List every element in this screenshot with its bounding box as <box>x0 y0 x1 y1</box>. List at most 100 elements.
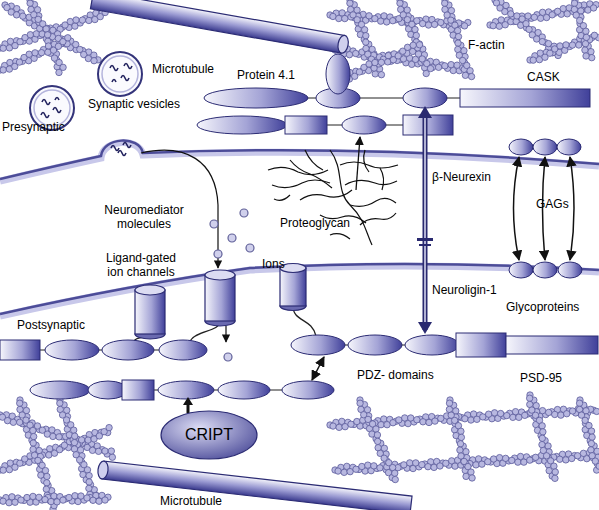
synaptic-vesicle <box>102 56 138 92</box>
neuromediator-molecule <box>55 98 59 101</box>
postsynaptic-scaffold <box>456 333 506 357</box>
actin-bead <box>490 456 496 462</box>
actin-bead <box>473 462 479 468</box>
actin-bead <box>574 453 580 459</box>
actin-bead <box>108 448 114 454</box>
presynaptic-scaffold <box>326 54 350 94</box>
actin-bead <box>410 42 416 48</box>
gag-binding-arrow <box>514 157 520 260</box>
actin-bead <box>16 419 22 425</box>
actin-bead <box>27 0 33 6</box>
actin-bead <box>374 438 380 444</box>
part-label: Neuroligin-1 <box>432 283 497 297</box>
actin-bead <box>30 493 36 499</box>
actin-bead <box>342 423 348 429</box>
actin-bead <box>392 476 398 482</box>
actin-bead <box>590 5 596 11</box>
actin-bead <box>531 14 537 20</box>
actin-bead <box>588 447 594 453</box>
actin-bead <box>502 455 508 461</box>
actin-bead <box>485 459 491 465</box>
actin-bead <box>455 46 461 52</box>
postsynaptic-scaffold <box>159 340 207 360</box>
neuromediator-molecule <box>42 100 50 105</box>
actin-bead <box>86 472 92 478</box>
actin-bead <box>552 469 558 475</box>
actin-bead <box>36 494 42 500</box>
postsynaptic-scaffold <box>102 340 154 360</box>
membrane <box>0 266 599 316</box>
actin-bead <box>588 428 594 434</box>
part-label: Presynaptic <box>2 120 65 134</box>
actin-bead <box>435 64 441 70</box>
actin-bead <box>13 12 19 18</box>
actin-bead <box>571 0 577 6</box>
actin-bead <box>390 18 396 24</box>
actin-bead <box>539 435 545 441</box>
actin-bead <box>521 459 527 465</box>
actin-bead <box>407 460 413 466</box>
actin-bead <box>0 498 6 504</box>
microtubule <box>97 460 109 479</box>
actin-bead <box>480 414 486 420</box>
actin-bead <box>432 418 438 424</box>
actin-bead <box>106 424 112 430</box>
ion-channel <box>135 290 165 334</box>
actin-bead <box>576 400 582 406</box>
actin-bead <box>437 463 443 469</box>
actin-bead <box>346 51 352 57</box>
ion-channel <box>205 270 235 280</box>
actin-bead <box>455 40 461 46</box>
postsynaptic-scaffold <box>348 335 402 355</box>
actin-bead <box>26 51 32 57</box>
microtubule <box>102 461 412 510</box>
actin-bead <box>66 494 72 500</box>
actin-bead <box>357 400 363 406</box>
actin-bead <box>354 418 360 424</box>
presynaptic-scaffold <box>285 116 327 134</box>
actin-bead <box>30 427 36 433</box>
proteoglycan-strands <box>305 150 323 170</box>
ion-channel <box>280 268 306 306</box>
proteoglycan-arrow <box>356 137 360 190</box>
actin-bead <box>596 463 599 469</box>
part-label: Microtubule <box>152 62 214 76</box>
neuromediator-molecule <box>123 143 131 148</box>
actin-bead <box>397 0 403 6</box>
actin-bead <box>557 43 563 49</box>
actin-bead <box>361 27 367 33</box>
actin-bead <box>374 432 380 438</box>
actin-bead <box>593 408 599 414</box>
neuromediator-molecule <box>110 66 118 71</box>
proteoglycan-strands <box>350 198 396 206</box>
actin-bead <box>455 33 461 39</box>
actin-bead <box>530 57 536 63</box>
actin-bead <box>591 32 597 38</box>
actin-bead <box>569 455 575 461</box>
actin-bead <box>457 447 463 453</box>
actin-bead <box>564 411 570 417</box>
actin-bead <box>102 448 108 454</box>
actin-bead <box>515 459 521 465</box>
actin-bead <box>431 21 437 27</box>
ion <box>240 209 248 217</box>
actin-bead <box>419 20 425 26</box>
actin-bead <box>413 32 419 38</box>
actin-bead <box>38 49 44 55</box>
actin-bead <box>60 497 66 503</box>
actin-bead <box>448 61 454 67</box>
actin-bead <box>95 448 101 454</box>
actin-bead <box>60 64 66 70</box>
actin-bead <box>54 499 60 505</box>
actin-bead <box>580 450 586 456</box>
postsynaptic-scaffold <box>45 340 99 360</box>
actin-bead <box>84 495 90 501</box>
actin-bead <box>72 493 78 499</box>
actin-bead <box>86 485 92 491</box>
part-label: Ligand-gated ion channels <box>100 251 182 279</box>
actin-bead <box>335 468 341 474</box>
actin-bead <box>17 400 23 406</box>
actin-bead <box>96 498 102 504</box>
actin-bead <box>359 463 365 469</box>
part-label: Postsynaptic <box>17 318 85 332</box>
